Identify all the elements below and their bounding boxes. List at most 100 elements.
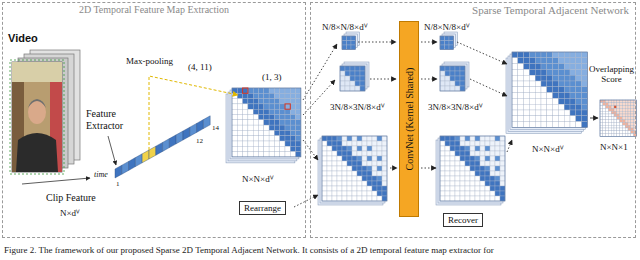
map-border bbox=[322, 136, 387, 201]
map-cell bbox=[611, 100, 614, 103]
map-cell bbox=[337, 196, 342, 201]
map-cell bbox=[290, 120, 295, 125]
map-cell bbox=[485, 146, 490, 151]
map-cell bbox=[480, 146, 485, 151]
map-cell bbox=[620, 117, 623, 120]
map-cell bbox=[470, 196, 475, 201]
map-cell bbox=[332, 136, 337, 141]
map-cell bbox=[455, 76, 460, 81]
map-cell bbox=[582, 122, 588, 128]
map-cell bbox=[367, 156, 372, 161]
map-cell bbox=[327, 151, 332, 156]
map-cell bbox=[440, 71, 445, 76]
map-cell bbox=[628, 103, 631, 106]
map-cell bbox=[628, 117, 631, 120]
map-cell bbox=[558, 64, 564, 70]
arrow bbox=[358, 42, 396, 43]
map-cell bbox=[332, 146, 337, 151]
map-cell bbox=[512, 93, 518, 99]
map-cell bbox=[367, 171, 372, 176]
map-cell bbox=[347, 36, 352, 41]
map-cell bbox=[470, 136, 475, 141]
map-cell bbox=[445, 146, 450, 151]
map-cell bbox=[600, 134, 603, 137]
map-cell bbox=[280, 136, 285, 141]
map-cell bbox=[248, 93, 253, 98]
map-cell bbox=[553, 52, 559, 58]
map-cell bbox=[248, 136, 253, 141]
map-cell bbox=[518, 52, 524, 58]
map-cell bbox=[460, 146, 465, 151]
map-cell bbox=[611, 128, 614, 131]
map-cell bbox=[285, 136, 290, 141]
map-cell bbox=[614, 125, 617, 128]
map-cell bbox=[547, 87, 553, 93]
arrow bbox=[421, 42, 437, 43]
map-cell bbox=[465, 191, 470, 196]
map-cell bbox=[603, 106, 606, 109]
map-cell bbox=[382, 136, 387, 141]
map-cell bbox=[625, 122, 628, 125]
map-cell bbox=[377, 151, 382, 156]
map-cell bbox=[620, 103, 623, 106]
map-cell bbox=[337, 191, 342, 196]
map-cell bbox=[570, 110, 576, 116]
map-cell bbox=[372, 141, 377, 146]
map-cell bbox=[608, 122, 611, 125]
map-cell bbox=[455, 71, 460, 76]
map-cell bbox=[450, 161, 455, 166]
feature-maps bbox=[115, 32, 636, 205]
map-cell bbox=[322, 146, 327, 151]
map-cell bbox=[475, 171, 480, 176]
map-cell bbox=[367, 196, 372, 201]
map-cell bbox=[500, 161, 505, 166]
map-cell bbox=[625, 111, 628, 114]
map-cell bbox=[440, 76, 445, 81]
map-cell bbox=[269, 130, 274, 135]
map-cell bbox=[518, 81, 524, 87]
map-cell bbox=[232, 146, 237, 151]
map-cell bbox=[377, 191, 382, 196]
map-cell bbox=[352, 186, 357, 191]
map-cell bbox=[500, 186, 505, 191]
text-label: (1, 3) bbox=[262, 72, 282, 82]
text-label: 3N/8×3N/8×dⱽ bbox=[330, 100, 385, 113]
map-cell bbox=[535, 98, 541, 104]
map-cell bbox=[622, 128, 625, 131]
map-cell bbox=[445, 186, 450, 191]
map-cell bbox=[628, 131, 631, 134]
map-cell bbox=[372, 136, 377, 141]
map-cell bbox=[285, 88, 290, 93]
map-cell bbox=[280, 130, 285, 135]
map-cell bbox=[617, 134, 620, 137]
map-cell bbox=[253, 141, 258, 146]
text-label: N/8×N/8×dⱽ bbox=[322, 20, 368, 33]
map-cell bbox=[232, 125, 237, 130]
map-cell bbox=[377, 171, 382, 176]
map-cell bbox=[372, 156, 377, 161]
map-cell bbox=[460, 176, 465, 181]
map-cell bbox=[232, 99, 237, 104]
map-cell bbox=[576, 52, 582, 58]
map-cell bbox=[269, 99, 274, 104]
text-label: Max-pooling bbox=[126, 56, 173, 66]
map-cell bbox=[290, 152, 295, 157]
map-cell bbox=[547, 104, 553, 110]
map-border bbox=[232, 88, 301, 157]
map-cell bbox=[547, 75, 553, 81]
map-cell bbox=[625, 106, 628, 109]
map-cell bbox=[547, 116, 553, 122]
map-cell bbox=[495, 161, 500, 166]
map-cell bbox=[564, 58, 570, 64]
map-cell bbox=[253, 88, 258, 93]
map-cell bbox=[535, 116, 541, 122]
map-cell bbox=[460, 196, 465, 201]
map-cell bbox=[248, 146, 253, 151]
node-label: Rearrange bbox=[244, 203, 281, 213]
map-cell bbox=[495, 166, 500, 171]
map-cell bbox=[553, 93, 559, 99]
map-cell bbox=[290, 146, 295, 151]
map-cell bbox=[611, 134, 614, 137]
map-cell bbox=[259, 146, 264, 151]
person-hair bbox=[28, 99, 46, 108]
